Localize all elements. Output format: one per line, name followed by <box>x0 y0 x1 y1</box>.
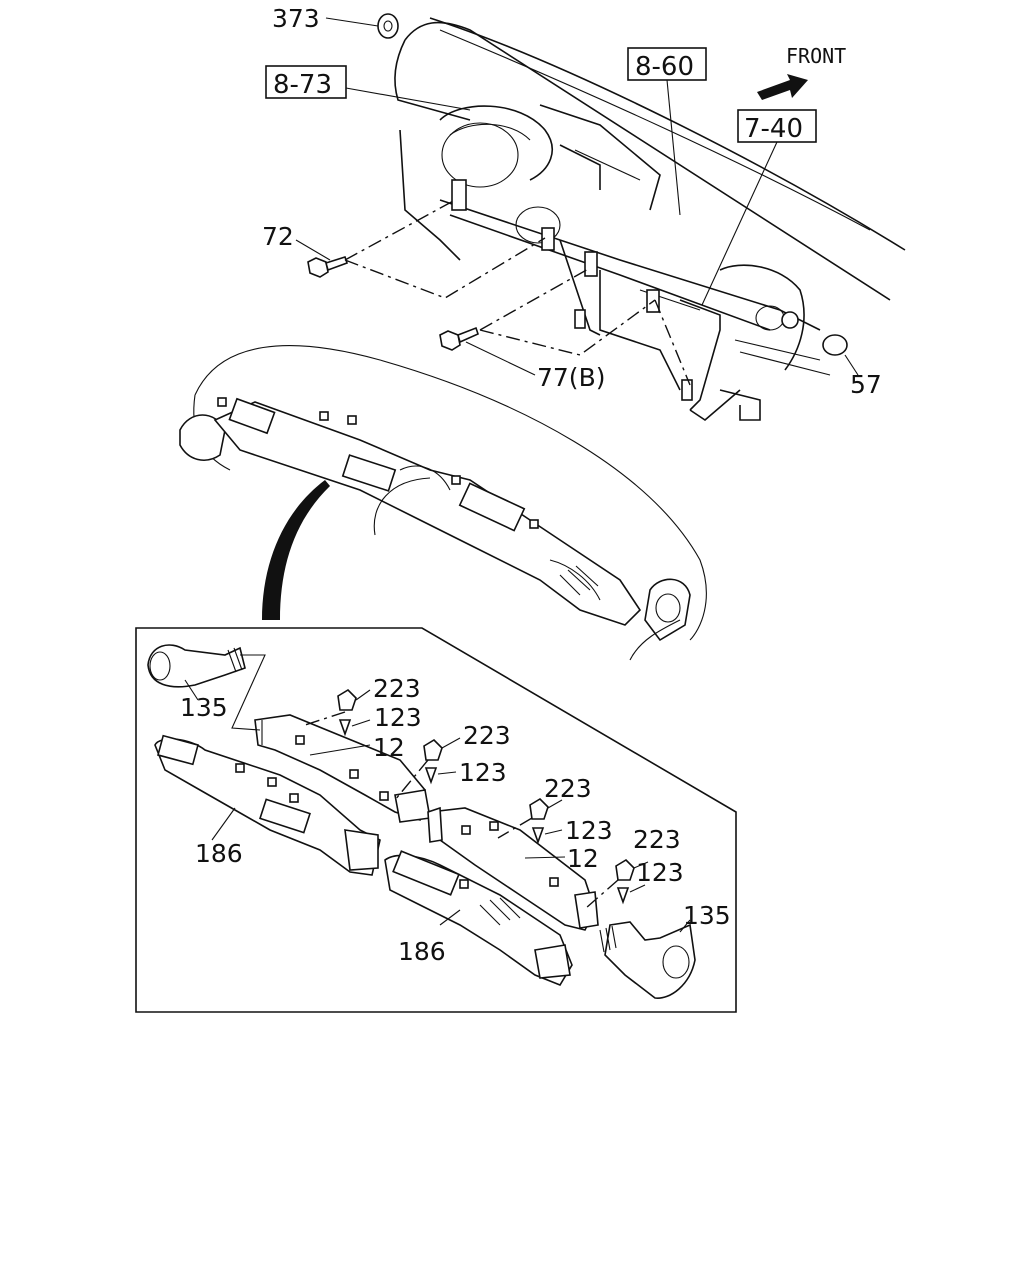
detail-pointer-arrow <box>262 480 330 620</box>
duct-186-right <box>384 850 573 986</box>
leader-lines-upper <box>295 17 859 386</box>
callout-223-d: 223 <box>633 825 681 854</box>
plug-57 <box>781 311 848 356</box>
clip-223-d <box>615 858 635 881</box>
callout-373: 373 <box>272 4 320 33</box>
callout-123-d: 123 <box>636 858 684 887</box>
callout-12-a: 12 <box>373 733 405 762</box>
leader-lines-detail <box>184 654 691 933</box>
callout-123-b: 123 <box>459 758 507 787</box>
clip-223-c <box>529 797 549 820</box>
callout-72: 72 <box>262 222 294 251</box>
front-label: FRONT <box>786 44 846 68</box>
callout-12-b: 12 <box>567 844 599 873</box>
callout-223-b: 223 <box>463 721 511 750</box>
outlet-135-left <box>147 644 246 688</box>
callout-57: 57 <box>850 370 882 399</box>
ref-box-8-60: 8-60 <box>627 47 707 82</box>
callout-186-right: 186 <box>398 937 446 966</box>
ref-box-7-40: 7-40 <box>737 109 817 144</box>
callout-223-c: 223 <box>544 774 592 803</box>
front-arrow-icon <box>757 74 808 100</box>
screw-123-a <box>338 719 352 737</box>
duct-12-lower <box>427 806 599 931</box>
clip-223-b <box>423 738 443 761</box>
screw-123-c <box>531 827 545 845</box>
callout-186-left: 186 <box>195 839 243 868</box>
callout-135-right: 135 <box>683 901 731 930</box>
duct-12-upper <box>254 714 431 823</box>
screw-123-b <box>424 767 438 785</box>
clip-223-a <box>337 688 357 711</box>
duct-assembly-installed <box>179 345 707 661</box>
outlet-135-right <box>599 921 696 999</box>
ref-box-8-73: 8-73 <box>265 65 347 100</box>
bolt-77b <box>439 326 479 351</box>
callout-223-a: 223 <box>373 674 421 703</box>
callout-123-a: 123 <box>374 703 422 732</box>
callout-77b: 77(B) <box>537 363 605 392</box>
ref-8-73-label: 8-73 <box>273 70 332 100</box>
callout-135-left: 135 <box>180 693 228 722</box>
screw-123-d <box>616 887 630 905</box>
duct-186-left <box>154 734 381 876</box>
callout-123-c: 123 <box>565 816 613 845</box>
bolt-72 <box>307 256 349 278</box>
ref-7-40-label: 7-40 <box>744 114 803 144</box>
ref-8-60-label: 8-60 <box>635 52 694 82</box>
detail-box <box>135 627 737 1013</box>
washer-373 <box>377 13 399 39</box>
